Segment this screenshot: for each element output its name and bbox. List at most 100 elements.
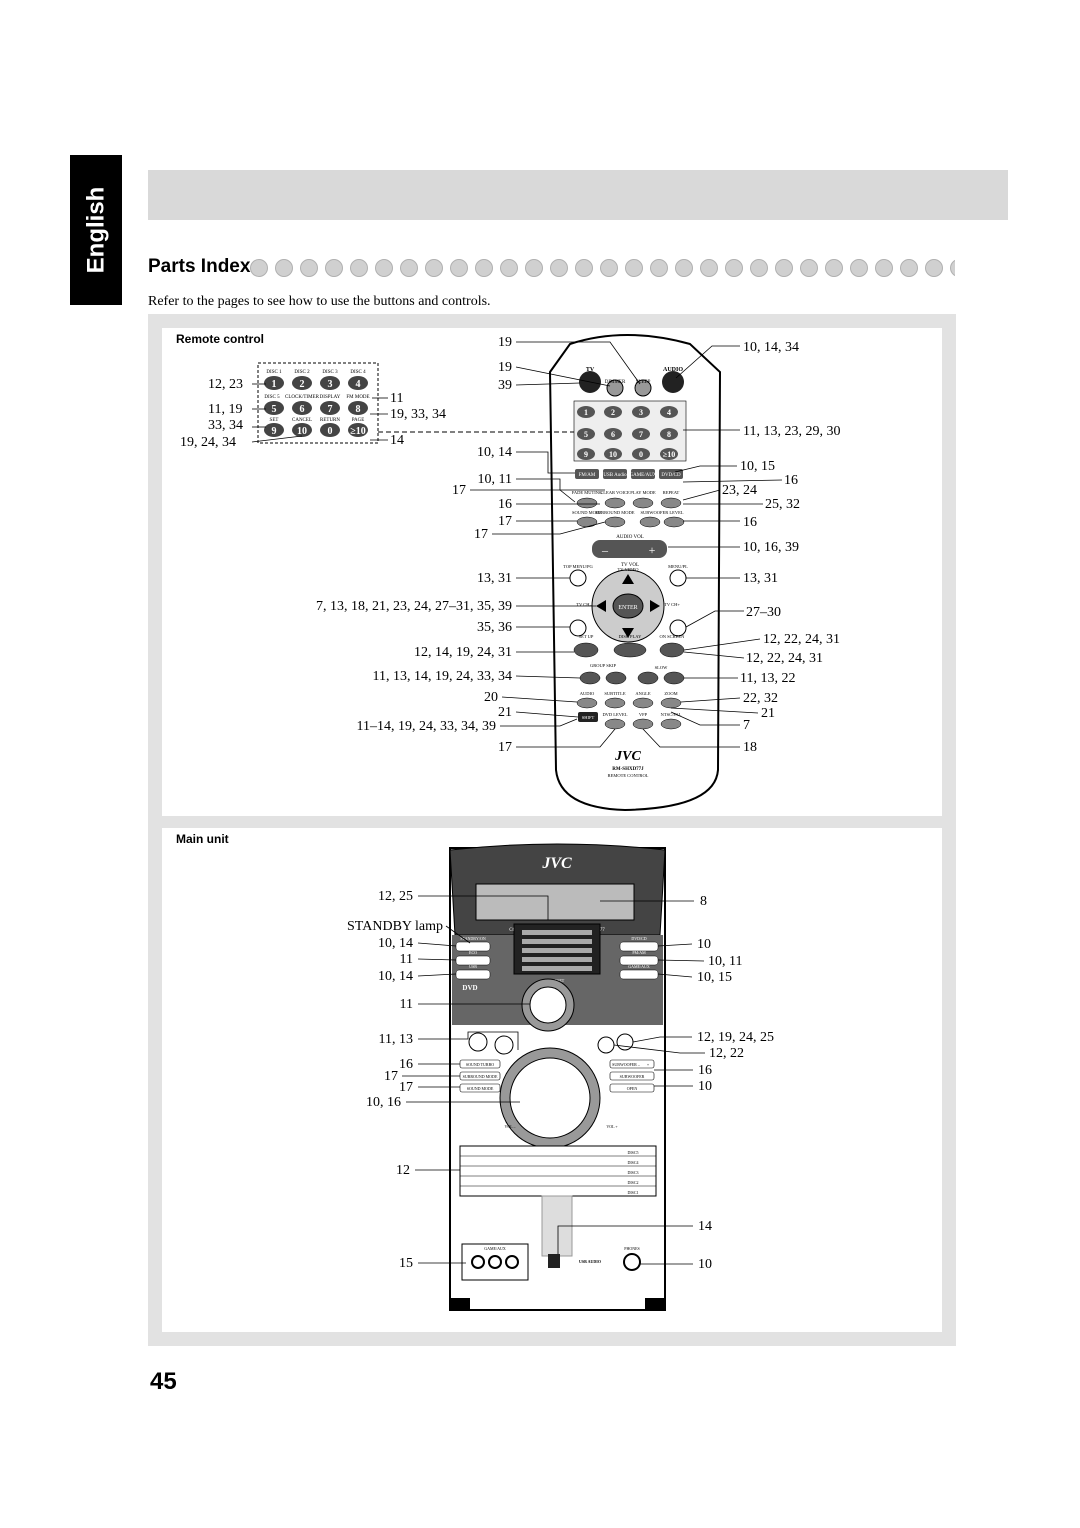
rule-dot: [450, 259, 468, 277]
inset-ref: 11: [390, 391, 403, 406]
remote-brand-logo: JVC: [614, 749, 641, 764]
jack-2: [488, 1255, 502, 1269]
dimmer-button: [606, 379, 624, 397]
rewind-button: [468, 1032, 488, 1052]
diagram-label: FM/AM: [632, 950, 646, 955]
diagram-label: GROUP SKIP: [590, 663, 616, 668]
diagram-label: ANGLE: [635, 691, 650, 696]
title-dot-rule: [250, 259, 955, 277]
rule-dot: [950, 259, 955, 277]
inset-ref: 14: [390, 433, 404, 448]
rule-dot: [575, 259, 593, 277]
fm-am-button: [575, 469, 599, 479]
diagram-group: [264, 376, 368, 437]
usb-audio-button: [603, 469, 627, 479]
rule-dot: [325, 259, 343, 277]
subwoofer-plus-button: [663, 516, 685, 528]
rule-dot: [700, 259, 718, 277]
diagram-shape: [680, 697, 741, 703]
diagram-shape: [470, 489, 576, 503]
pause-button: [659, 642, 685, 658]
diagram-group: GAME/AUX USB AUDIO PHONES: [484, 1246, 640, 1264]
diagram-shape: [674, 465, 737, 473]
rule-dot: [400, 259, 418, 277]
language-tab: English: [70, 155, 122, 305]
diagram-shape: [417, 958, 457, 961]
diagram-shape: [529, 986, 567, 1024]
diagram-label: 0: [639, 450, 643, 459]
diagram-label: 6: [611, 430, 615, 439]
left-arrow-icon: [596, 600, 606, 612]
rule-dot: [525, 259, 543, 277]
diagram-label: STANDBY lamp: [347, 919, 443, 934]
main-brand-logo: JVC: [541, 855, 572, 872]
diagram-shape: [445, 925, 471, 944]
diagram-label: SUBTITLE: [604, 691, 625, 696]
play-mode-button: [632, 497, 654, 509]
repeat-button: [660, 497, 682, 509]
diagram-shape: [515, 382, 581, 386]
slow-fwd-button: [663, 671, 685, 685]
tv-ch-plus-button: [669, 619, 687, 637]
rule-dot: [925, 259, 943, 277]
diagram-shape: [632, 1036, 692, 1043]
sound-mode-unit-button: [459, 1083, 501, 1093]
diagram-label: DISC 3: [322, 370, 338, 375]
diagram-shape: [657, 959, 705, 962]
diagram-label: GAME/AUX: [628, 964, 650, 969]
diagram-label: SOUND TURBO: [466, 1062, 494, 1067]
diagram-label: 25, 32: [765, 497, 800, 512]
diagram-shape: [613, 1044, 705, 1054]
diagram-group: TOP MENU/PG TV VIDEO MENU/PL TV CH– TV C…: [563, 564, 688, 607]
diagram-shape: [348, 423, 368, 437]
page-number: 45: [150, 1368, 177, 1395]
diagram-label: SURROUND MODE: [463, 1074, 498, 1079]
diagram-group: SET UP DISC PLAY ON SCREEN GROUP SKIP SL…: [579, 634, 686, 670]
diagram-label: 10, 15: [697, 970, 732, 985]
diagram-label: SOUND MODE: [572, 510, 602, 515]
diagram-label: 7: [639, 430, 643, 439]
num-2-button: [604, 406, 622, 418]
fade-muting-button: [576, 497, 598, 509]
num-5-button: [577, 428, 595, 440]
diagram-label: 3: [639, 408, 643, 417]
sleep-button: [634, 379, 652, 397]
remote-model-sub: REMOTE CONTROL: [608, 773, 649, 778]
remote-key-dimmer: DIMMER: [605, 380, 626, 385]
diagram-label: SURROUND MODE: [595, 510, 634, 515]
diagram-label: 4: [356, 379, 361, 390]
diagram-shape: [522, 957, 592, 962]
diagram-label: 5: [584, 430, 588, 439]
diagram-label: 17: [474, 527, 488, 542]
subtitle-button: [604, 697, 626, 709]
rule-dot: [625, 259, 643, 277]
vfp-button: [632, 718, 654, 730]
diagram-label: 3: [328, 379, 333, 390]
diagram-label: 21: [498, 705, 512, 720]
diagram-label: GAME/AUX: [630, 473, 657, 478]
rule-dot: [825, 259, 843, 277]
diagram-label: CLEAR VOICE: [600, 490, 630, 495]
diagram-label: 6: [300, 404, 305, 415]
diagram-label: ≥10: [350, 426, 366, 437]
diagram-label: 16: [498, 497, 512, 512]
diagram-label: TV CH–: [576, 602, 592, 607]
diagram-label: GAME/AUX: [484, 1246, 506, 1251]
diagram-label: 10, 16: [366, 1095, 401, 1110]
surround-mode-button: [604, 516, 626, 528]
diagram-shape: [264, 423, 284, 437]
diagram-label: 11: [400, 952, 413, 967]
diagram-label: DISC1: [627, 1190, 638, 1195]
rule-dot: [775, 259, 793, 277]
diagram-label: 13, 31: [743, 571, 778, 586]
diagram-shape: [292, 401, 312, 415]
diagram-label: NTSC/PAL: [661, 712, 682, 717]
audio-button: [576, 697, 598, 709]
diagram-label: PAGE: [352, 418, 365, 423]
forward-button: [494, 1035, 514, 1055]
diagram-label: TV VIDEO: [618, 567, 640, 572]
diagram-shape: [645, 1298, 665, 1310]
inset-ref: 11, 19: [208, 402, 242, 417]
remote-key-tv: TV: [586, 367, 595, 373]
